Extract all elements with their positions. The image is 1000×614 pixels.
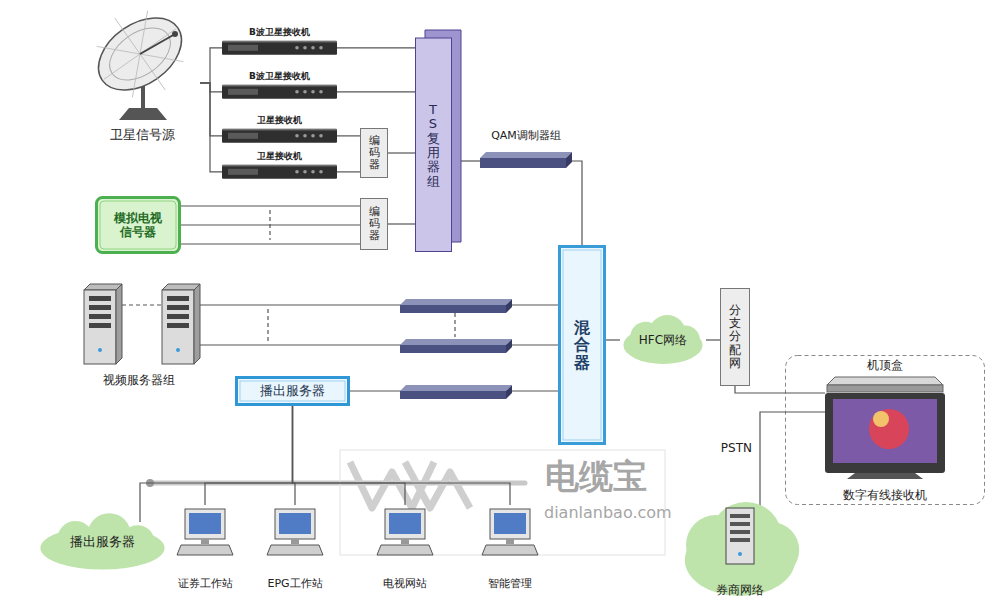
node-label: 数字有线接收机 xyxy=(843,488,927,502)
signal-wire xyxy=(181,243,360,244)
signal-connector xyxy=(337,171,360,172)
node-label: 证券工作站 xyxy=(178,577,233,590)
signal-connector xyxy=(706,339,720,340)
workstation: 证券工作站 xyxy=(170,505,240,593)
network-cloud: 播出服务器 xyxy=(35,512,170,572)
distribution-box: 分支分配网 xyxy=(720,288,750,386)
signal-connector xyxy=(140,406,293,522)
vertical-label: TS复用器组 xyxy=(427,103,440,189)
set-top-region-outline xyxy=(785,355,985,505)
node-label: 卫星接收机 xyxy=(257,151,302,162)
node-label: 视频服务器组 xyxy=(103,373,175,387)
network-cloud: HFC网络 xyxy=(620,314,706,366)
playout-server-box: 播出服务器 xyxy=(235,376,350,406)
vertical-label: 编码器 xyxy=(369,206,380,242)
node-label: 播出服务器 xyxy=(260,383,325,399)
node-label: 卫星接收机 xyxy=(257,115,302,126)
node-label: 电视网站 xyxy=(383,577,427,590)
node-label: 播出服务器 xyxy=(70,534,135,550)
signal-connector xyxy=(388,152,415,153)
signal-connector xyxy=(461,160,480,161)
signal-connector xyxy=(181,224,360,225)
signal-connector xyxy=(735,386,785,393)
node-label: 模拟电视信号器 xyxy=(111,211,165,240)
node-label: HFC网络 xyxy=(639,333,687,347)
watermark-frame xyxy=(340,450,665,555)
set-top-region: 机顶盒数字有线接收机 xyxy=(785,355,985,505)
node-label: 券商网络 xyxy=(716,583,764,597)
signal-connector xyxy=(760,412,785,508)
signal-connector xyxy=(293,406,406,505)
receiver-device: B波卫星接收机 xyxy=(222,68,337,99)
workstation: 智能管理 xyxy=(475,505,545,593)
signal-connector xyxy=(337,91,415,92)
satellite-dish: 卫星信号源 xyxy=(85,8,200,146)
signal-connector xyxy=(388,223,415,224)
watermark-logo xyxy=(350,462,470,508)
encoder-box: 编码器 xyxy=(360,198,388,250)
node-label: 机顶盒 xyxy=(867,358,903,372)
signal-connector xyxy=(200,83,222,136)
watermark: dianlanbao.com xyxy=(544,503,672,522)
watermark: 电缆宝 xyxy=(545,456,647,497)
server-group: 视频服务器组 xyxy=(78,280,200,390)
signal-connector xyxy=(606,339,620,340)
signal-connector xyxy=(337,135,360,136)
dashed-wire xyxy=(267,309,268,341)
analog-source-box: 模拟电视信号器 xyxy=(95,196,181,254)
broker-cloud: 券商网络 xyxy=(680,500,800,600)
receiver-device: 卫星接收机 xyxy=(222,148,337,179)
modulator-device xyxy=(400,385,512,399)
node-label: QAM调制器组 xyxy=(491,129,561,142)
node-label: B波卫星接收机 xyxy=(249,71,310,82)
receiver-device: 卫星接收机 xyxy=(222,112,337,143)
signal-connector xyxy=(200,48,222,83)
signal-connector xyxy=(200,83,222,92)
satellite-dish-outline xyxy=(85,8,200,146)
node-label: B波卫星接收机 xyxy=(249,27,310,38)
signal-connector xyxy=(337,47,415,48)
modulator-device xyxy=(400,339,512,353)
mixer-box: 混合器 xyxy=(558,245,606,445)
multiplexer-box: TS复用器组 xyxy=(415,30,461,252)
modulator-device xyxy=(400,299,512,313)
signal-connector xyxy=(572,161,582,245)
signal-connector xyxy=(293,406,511,505)
signal-connector xyxy=(205,406,293,505)
receiver-device: B波卫星接收机 xyxy=(222,24,337,55)
dashed-wire xyxy=(454,313,455,337)
signal-wire xyxy=(181,205,360,206)
workstation: EPG工作站 xyxy=(260,505,330,593)
modulator-group: QAM调制器组 xyxy=(480,126,572,168)
workstation: 电视网站 xyxy=(370,505,440,593)
vertical-label: 混合器 xyxy=(574,319,590,372)
encoder-box: 编码器 xyxy=(360,128,388,178)
vertical-label: 编码器 xyxy=(369,135,380,171)
signal-connector xyxy=(200,83,222,172)
line-label: PSTN xyxy=(719,441,754,455)
node-label: EPG工作站 xyxy=(267,577,322,590)
vertical-label: 分支分配网 xyxy=(729,304,741,370)
node-label: 智能管理 xyxy=(488,577,532,590)
node-label: 卫星信号源 xyxy=(110,127,175,143)
